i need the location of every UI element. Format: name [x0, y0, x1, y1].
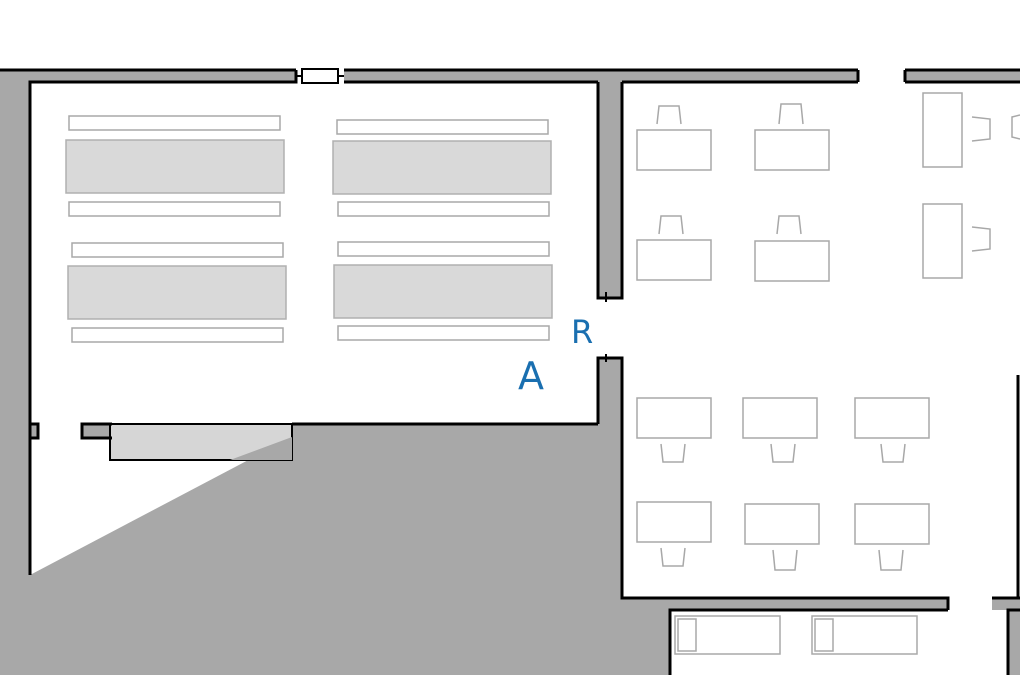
bench: [337, 241, 550, 257]
chair: [660, 443, 686, 463]
desk: [744, 503, 820, 545]
bench: [336, 119, 549, 135]
chair: [1011, 114, 1020, 140]
partition-wall-upper: [598, 82, 622, 298]
bench: [337, 325, 550, 341]
desk: [922, 203, 963, 279]
label-r: R: [571, 313, 593, 351]
wall-stub-middle: [82, 424, 112, 438]
table: [333, 264, 553, 319]
bench: [68, 115, 281, 131]
chair: [776, 215, 802, 235]
left-wall: [0, 70, 30, 675]
bottom-wall-right: [992, 598, 1020, 610]
table: [65, 139, 285, 194]
bench: [71, 327, 284, 343]
left-room-furniture: [65, 115, 553, 343]
bench: [71, 242, 284, 258]
chair: [971, 226, 991, 252]
chair: [772, 549, 798, 571]
desk: [854, 397, 930, 439]
top-wall-middle: [344, 70, 858, 82]
desk: [636, 239, 712, 281]
chair: [660, 547, 686, 567]
desk: [636, 501, 712, 543]
bottom-wall: [622, 598, 948, 610]
outline-lower-room: [668, 608, 948, 675]
bench-lower-end: [677, 618, 697, 652]
top-wall-left: [0, 70, 296, 82]
desk: [636, 397, 712, 439]
top-wall-right: [905, 70, 1020, 82]
bench: [337, 201, 550, 217]
outline-stub-left: [30, 422, 40, 440]
desk: [854, 503, 930, 545]
counter-shadow: [230, 437, 292, 460]
chair: [971, 116, 991, 142]
desk: [742, 397, 818, 439]
wall-masses: [0, 70, 1020, 675]
table: [332, 140, 552, 195]
chair: [658, 215, 684, 235]
wall-stub-left: [30, 424, 38, 438]
outline-right-wall: [1006, 608, 1020, 675]
bench: [68, 201, 281, 217]
chair: [770, 443, 796, 463]
desk: [922, 92, 963, 168]
chair: [880, 443, 906, 463]
chair: [878, 549, 904, 571]
outline-partition-lower: [596, 356, 950, 610]
window-pane: [301, 68, 339, 84]
window: [296, 68, 344, 84]
label-a: A: [518, 354, 544, 398]
bench-lower-end: [814, 618, 834, 652]
desk: [636, 129, 712, 171]
desk: [754, 129, 830, 171]
outline-partition-upper: [596, 82, 624, 300]
outline-stub-mid: [80, 422, 112, 440]
chair: [656, 105, 682, 125]
right-room-furniture: [636, 92, 1020, 655]
right-wall-lower: [1008, 610, 1020, 675]
chair: [778, 103, 804, 125]
table: [67, 265, 287, 320]
desk: [754, 240, 830, 282]
partition-wall-lower: [598, 358, 622, 424]
lower-gray-region: [0, 360, 670, 675]
